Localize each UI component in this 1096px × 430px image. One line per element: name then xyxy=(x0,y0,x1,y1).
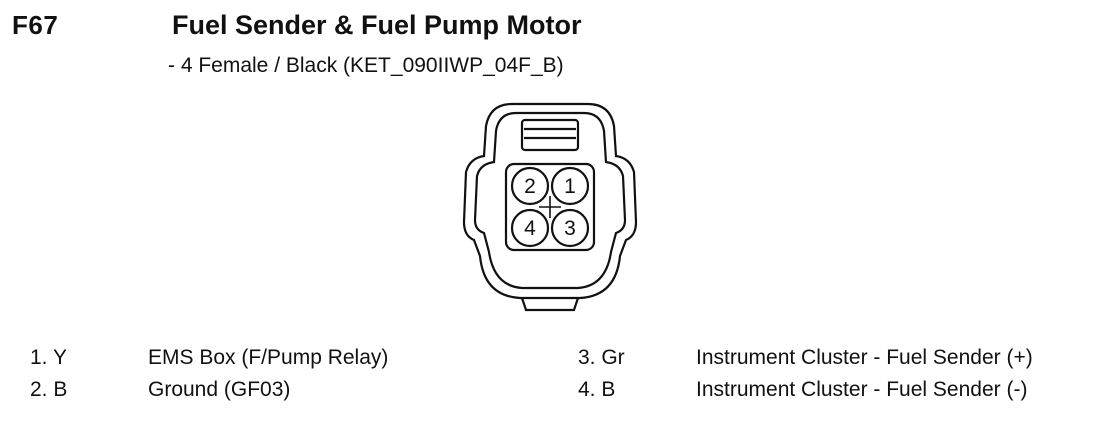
pin-row-4: 4. B Instrument Cluster - Fuel Sender (-… xyxy=(548,378,1096,408)
pin-description: Instrument Cluster - Fuel Sender (-) xyxy=(696,378,1028,401)
connector-key-tab xyxy=(520,297,580,312)
cavity-1 xyxy=(550,166,590,206)
connector-housing-outer xyxy=(462,102,638,300)
pin-row-1: 1. Y EMS Box (F/Pump Relay) xyxy=(0,346,548,376)
connector-face-diagram: 1 2 3 4 xyxy=(462,102,638,312)
cavity-2 xyxy=(510,166,550,206)
pin-number-wire-color: 3. Gr xyxy=(578,346,625,369)
cavity-label-4: 4 xyxy=(524,217,536,240)
connector-latch xyxy=(520,118,580,152)
pin-number-wire-color: 4. B xyxy=(578,378,616,401)
connector-housing-inner xyxy=(473,111,627,290)
pin-number-wire-color: 2. B xyxy=(30,378,68,401)
pin-description: EMS Box (F/Pump Relay) xyxy=(148,346,389,369)
pin-description: Ground (GF03) xyxy=(148,378,291,401)
connector-title: Fuel Sender & Fuel Pump Motor xyxy=(172,10,582,40)
cavity-3 xyxy=(550,208,590,248)
cavity-label-1: 1 xyxy=(564,175,576,198)
cavity-label-3: 3 xyxy=(564,217,576,240)
pin-description: Instrument Cluster - Fuel Sender (+) xyxy=(696,346,1033,369)
pin-row-2: 2. B Ground (GF03) xyxy=(0,378,548,408)
connector-code: F67 xyxy=(12,10,59,40)
connector-subtitle: - 4 Female / Black (KET_090IIWP_04F_B) xyxy=(168,54,564,77)
cavity-label-2: 2 xyxy=(524,175,536,198)
pin-number-wire-color: 1. Y xyxy=(30,346,67,369)
cavity-block xyxy=(504,162,596,252)
cavity-4 xyxy=(510,208,550,248)
pin-row-3: 3. Gr Instrument Cluster - Fuel Sender (… xyxy=(548,346,1096,376)
